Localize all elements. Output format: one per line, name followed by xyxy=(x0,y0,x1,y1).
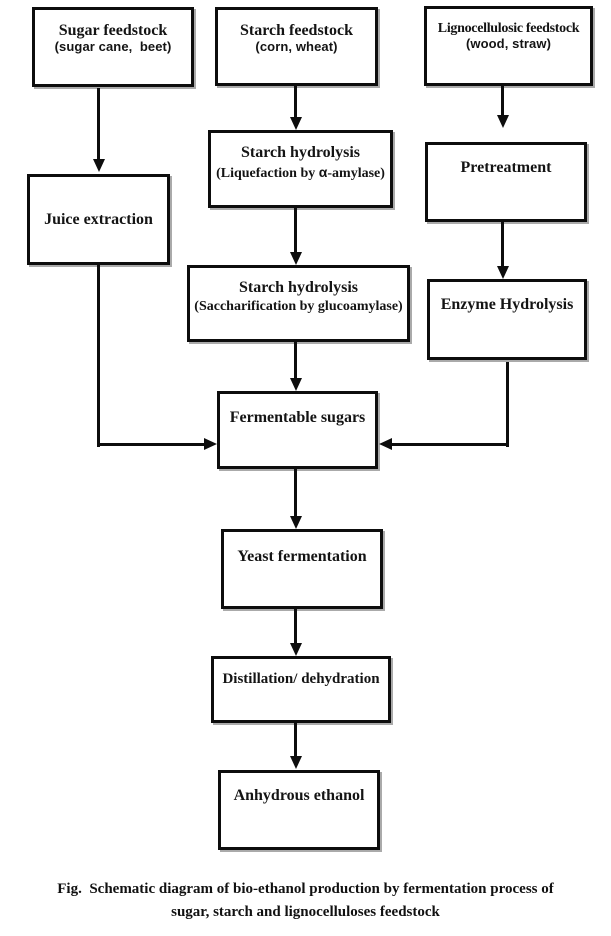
node-starch-hydrolysis-liquefaction: Starch hydrolysis (Liquefaction by α-amy… xyxy=(208,130,393,208)
node-title: Starch hydrolysis xyxy=(241,144,360,161)
arrow-saccharification-to-fermentable-head xyxy=(290,378,302,391)
arrow-starch-to-liquefaction-line xyxy=(294,86,297,117)
node-subtitle: (wood, straw) xyxy=(465,35,552,51)
node-title: Lignocellulosic feedstock xyxy=(437,21,580,36)
arrow-enzyme-to-fermentable-hline xyxy=(392,443,509,446)
arrow-juice-to-fermentable-head xyxy=(204,438,217,450)
figure-caption: Fig. Schematic diagram of bio-ethanol pr… xyxy=(0,878,611,924)
alpha-glyph: α xyxy=(318,163,328,180)
node-subtitle: (Liquefaction by α-amylase) xyxy=(211,162,390,184)
subtitle-part: -amylase) xyxy=(327,165,385,181)
node-title: Pretreatment xyxy=(460,159,552,176)
node-lignocellulosic-feedstock: Lignocellulosic feedstock (wood, straw) xyxy=(424,6,593,86)
arrow-distillation-to-anhydrous-head xyxy=(290,756,302,769)
figure-caption-line2: sugar, starch and lignocelluloses feedst… xyxy=(171,904,440,920)
node-subtitle: (corn, wheat) xyxy=(255,38,338,54)
node-title: Enzyme Hydrolysis xyxy=(440,296,574,313)
node-pretreatment: Pretreatment xyxy=(425,142,587,222)
node-title: Starch feedstock xyxy=(239,22,354,39)
arrow-sugar-to-juice-head xyxy=(93,159,105,172)
arrow-juice-to-fermentable-hline xyxy=(97,443,204,446)
arrow-pretreatment-to-enzyme-head xyxy=(497,266,509,279)
arrow-ligno-to-pretreatment-line xyxy=(501,86,504,115)
node-juice-extraction: Juice extraction xyxy=(27,174,170,265)
arrow-enzyme-to-fermentable-head xyxy=(379,438,392,450)
arrow-distillation-to-anhydrous-line xyxy=(294,723,297,756)
node-distillation-dehydration: Distillation/ dehydration xyxy=(211,656,391,723)
node-title: Yeast fermentation xyxy=(237,548,367,565)
arrow-juice-to-fermentable-vline xyxy=(97,265,100,447)
node-title: Sugar feedstock xyxy=(58,22,168,39)
arrow-sugar-to-juice-line xyxy=(97,88,100,159)
arrow-ligno-to-pretreatment-head xyxy=(497,115,509,128)
node-anhydrous-ethanol: Anhydrous ethanol xyxy=(218,770,380,850)
arrow-saccharification-to-fermentable-line xyxy=(294,342,297,378)
node-title: Starch hydrolysis xyxy=(239,279,358,296)
node-subtitle: (Saccharification by glucoamylase) xyxy=(194,298,403,314)
node-enzyme-hydrolysis: Enzyme Hydrolysis xyxy=(427,279,587,360)
arrow-yeast-to-distillation-head xyxy=(290,643,302,656)
arrow-liquefaction-to-saccharification-line xyxy=(294,208,297,252)
arrow-starch-to-liquefaction-head xyxy=(290,117,302,130)
node-title: Fermentable sugars xyxy=(229,409,366,426)
arrow-yeast-to-distillation-line xyxy=(294,609,297,643)
node-title: Anhydrous ethanol xyxy=(233,787,365,804)
node-subtitle: (sugar cane, beet) xyxy=(54,38,172,54)
arrow-liquefaction-to-saccharification-head xyxy=(290,252,302,265)
subtitle-part: (Liquefaction by xyxy=(216,165,319,181)
node-sugar-feedstock: Sugar feedstock (sugar cane, beet) xyxy=(32,7,194,87)
node-title: Distillation/ dehydration xyxy=(222,671,380,687)
node-starch-hydrolysis-saccharification: Starch hydrolysis (Saccharification by g… xyxy=(187,265,410,342)
node-yeast-fermentation: Yeast fermentation xyxy=(221,529,383,609)
figure-caption-line1: Fig. Schematic diagram of bio-ethanol pr… xyxy=(57,881,554,897)
node-starch-feedstock: Starch feedstock (corn, wheat) xyxy=(215,7,378,86)
arrow-pretreatment-to-enzyme-line xyxy=(501,222,504,266)
arrow-fermentable-to-yeast-line xyxy=(294,469,297,516)
arrow-enzyme-to-fermentable-vline xyxy=(506,362,509,447)
arrow-fermentable-to-yeast-head xyxy=(290,516,302,529)
node-fermentable-sugars: Fermentable sugars xyxy=(217,391,378,469)
node-title: Juice extraction xyxy=(44,211,153,228)
